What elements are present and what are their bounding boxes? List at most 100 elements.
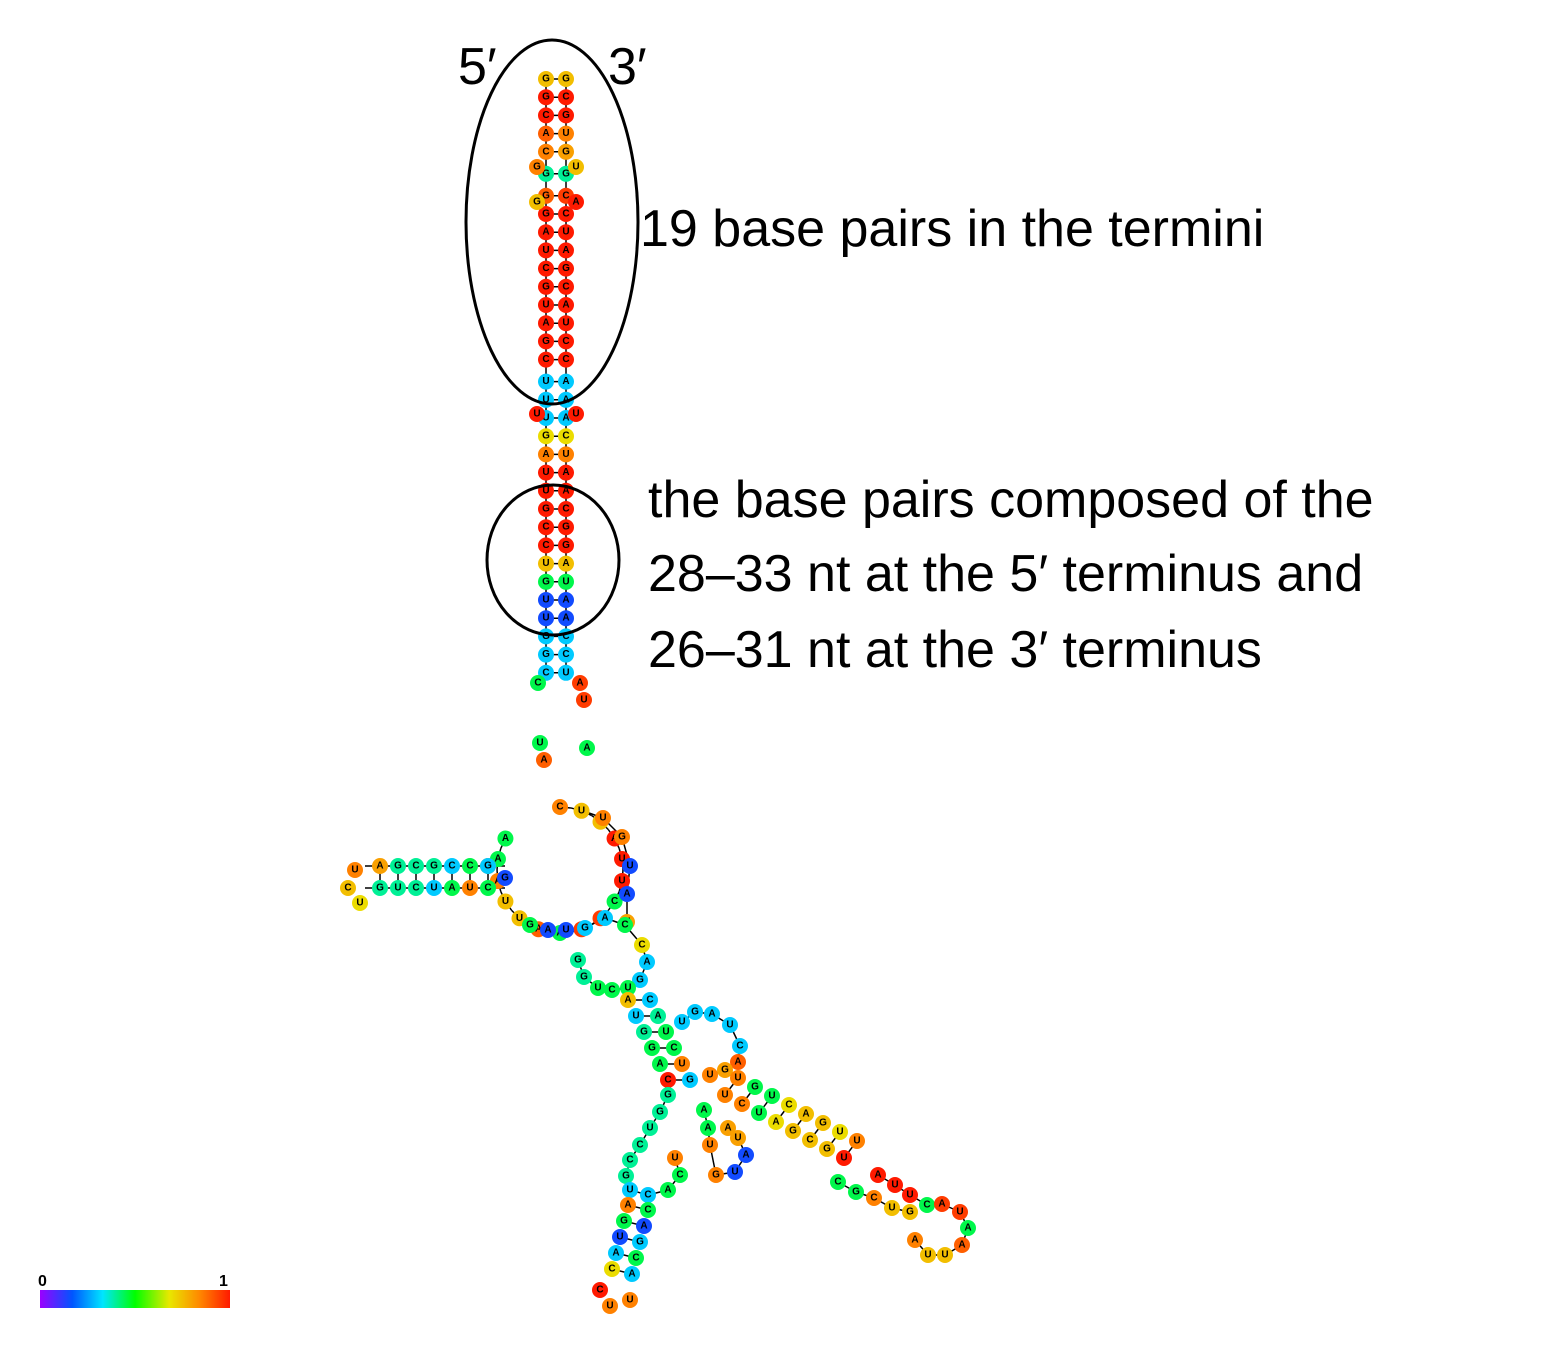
nucleotide-letter: A	[643, 957, 650, 968]
nucleotide-circle	[462, 880, 478, 896]
nucleotide-letter: G	[526, 920, 534, 931]
lower-arm-nucleotide: U	[612, 1229, 628, 1245]
right-arm-nucleotide: A	[768, 1114, 784, 1130]
nucleotide-circle	[604, 1261, 620, 1277]
nucleotide-letter: G	[656, 1107, 664, 1118]
nucleotide-letter: G	[533, 162, 541, 173]
internal-loop-nucleotide: C	[530, 675, 546, 691]
upper-right-loop-nucleotide: U	[702, 1067, 718, 1083]
nucleotide-letter: G	[542, 209, 550, 220]
nucleotide-circle	[538, 242, 554, 259]
stem-nucleotide-5p: U	[538, 555, 554, 572]
lower-loop-nucleotide: G	[576, 969, 592, 985]
right-arm-nucleotide: G	[785, 1123, 801, 1139]
left-arm-nucleotide: C	[444, 858, 460, 874]
nucleotide-circle	[622, 1292, 638, 1308]
bulge-nucleotide: U	[568, 159, 584, 175]
nucleotide-letter: U	[726, 1020, 733, 1031]
nucleotide-letter: C	[834, 1177, 841, 1188]
nucleotide-circle	[622, 858, 638, 874]
stem-nucleotide-5p: G	[538, 206, 554, 222]
multiloop-nucleotide: U	[573, 802, 590, 819]
branch-stem-nucleotide: G	[636, 1024, 652, 1040]
nucleotide-circle	[785, 1123, 801, 1139]
nucleotide-letter: C	[562, 354, 569, 365]
nucleotide-circle	[558, 278, 574, 295]
stem-nucleotide-3p: U	[558, 224, 574, 241]
upper-right-loop-nucleotide: A	[730, 1054, 746, 1070]
right-arm-nucleotide: G	[747, 1079, 763, 1095]
nucleotide-letter: U	[351, 865, 358, 876]
nucleotide-letter: A	[734, 1057, 741, 1068]
nucleotide-letter: C	[542, 110, 549, 121]
right-arm-nucleotide: G	[902, 1204, 918, 1220]
nucleotide-letter: G	[789, 1126, 797, 1137]
lower-loop-nucleotide: C	[604, 982, 620, 998]
nucleotide-circle	[902, 1187, 918, 1203]
lower-arm-nucleotide: G	[660, 1087, 676, 1103]
nucleotide-circle	[558, 351, 574, 368]
nucleotide-letter: A	[376, 861, 383, 872]
nucleotide-circle	[836, 1150, 852, 1166]
nucleotide-circle	[866, 1190, 882, 1206]
nucleotide-circle	[558, 537, 574, 554]
right-hairpin-loop-nucleotide: U	[920, 1247, 936, 1263]
nucleotide-letter: A	[562, 245, 569, 256]
nucleotide-circle	[352, 895, 368, 911]
nucleotide-circle	[628, 1250, 644, 1266]
nucleotide-circle	[538, 125, 554, 142]
nucleotide-letter: U	[731, 1167, 738, 1178]
stem-nucleotide-5p: A	[538, 224, 554, 241]
nucleotide-letter: U	[840, 1153, 847, 1164]
nucleotide-circle	[634, 937, 650, 953]
stem-nucleotide-3p: G	[558, 260, 574, 277]
branch-stem-nucleotide: G	[644, 1040, 660, 1056]
nucleotide-letter: U	[562, 449, 569, 460]
bulge-nucleotide: U	[568, 406, 584, 422]
lower-loop-nucleotide: G	[570, 952, 586, 968]
nucleotide-letter: G	[542, 631, 550, 642]
stem-nucleotide-5p: A	[538, 446, 554, 463]
nucleotide-circle	[538, 519, 554, 536]
nucleotide-circle	[558, 71, 574, 87]
stem-nucleotide-5p: C	[538, 537, 554, 554]
nucleotide-letter: G	[533, 197, 541, 208]
nucleotide-letter: A	[542, 227, 549, 238]
branch-stem-nucleotide: A	[652, 1056, 668, 1072]
nucleotide-letter: G	[562, 74, 570, 85]
nucleotide-letter: A	[448, 883, 455, 894]
bulge-nucleotide: G	[529, 159, 545, 175]
stem-nucleotide-3p: A	[558, 373, 574, 390]
nucleotide-letter: U	[562, 128, 569, 139]
stem-nucleotide-5p: A	[538, 315, 554, 332]
nucleotide-circle	[639, 954, 655, 970]
nucleotide-letter: G	[620, 1216, 628, 1227]
scale-min-label: 0	[38, 1273, 47, 1290]
nucleotide-circle	[462, 858, 478, 874]
nucleotide-letter: C	[344, 883, 351, 894]
nucleotide-letter: A	[628, 1269, 635, 1280]
nucleotide-letter: C	[542, 522, 549, 533]
nucleotide-circle	[617, 917, 633, 933]
nucleotide-circle	[597, 910, 613, 926]
nucleotide-letter: A	[874, 1170, 881, 1181]
right-hairpin-loop-nucleotide: A	[960, 1220, 976, 1236]
nucleotide-circle	[538, 592, 554, 608]
middle-loop-nucleotide: A	[720, 1120, 736, 1136]
nucleotide-circle	[444, 880, 460, 896]
right-arm-nucleotide: C	[830, 1174, 846, 1190]
nucleotide-circle	[722, 1017, 738, 1033]
right-arm-nucleotide: G	[848, 1184, 864, 1200]
branch-stem-nucleotide: G	[682, 1072, 698, 1088]
nucleotide-circle	[558, 373, 574, 390]
right-arm-nucleotide: U	[730, 1070, 746, 1086]
termini-ellipse	[464, 38, 640, 406]
nucleotide-circle	[702, 1067, 718, 1083]
nucleotide-circle	[644, 1040, 660, 1056]
left-arm-nucleotide: C	[462, 858, 478, 874]
nucleotide-letter: A	[623, 889, 630, 900]
nucleotide-letter: G	[542, 168, 550, 179]
nucleotide-letter: A	[562, 485, 569, 496]
nucleotide-letter: G	[542, 431, 550, 442]
